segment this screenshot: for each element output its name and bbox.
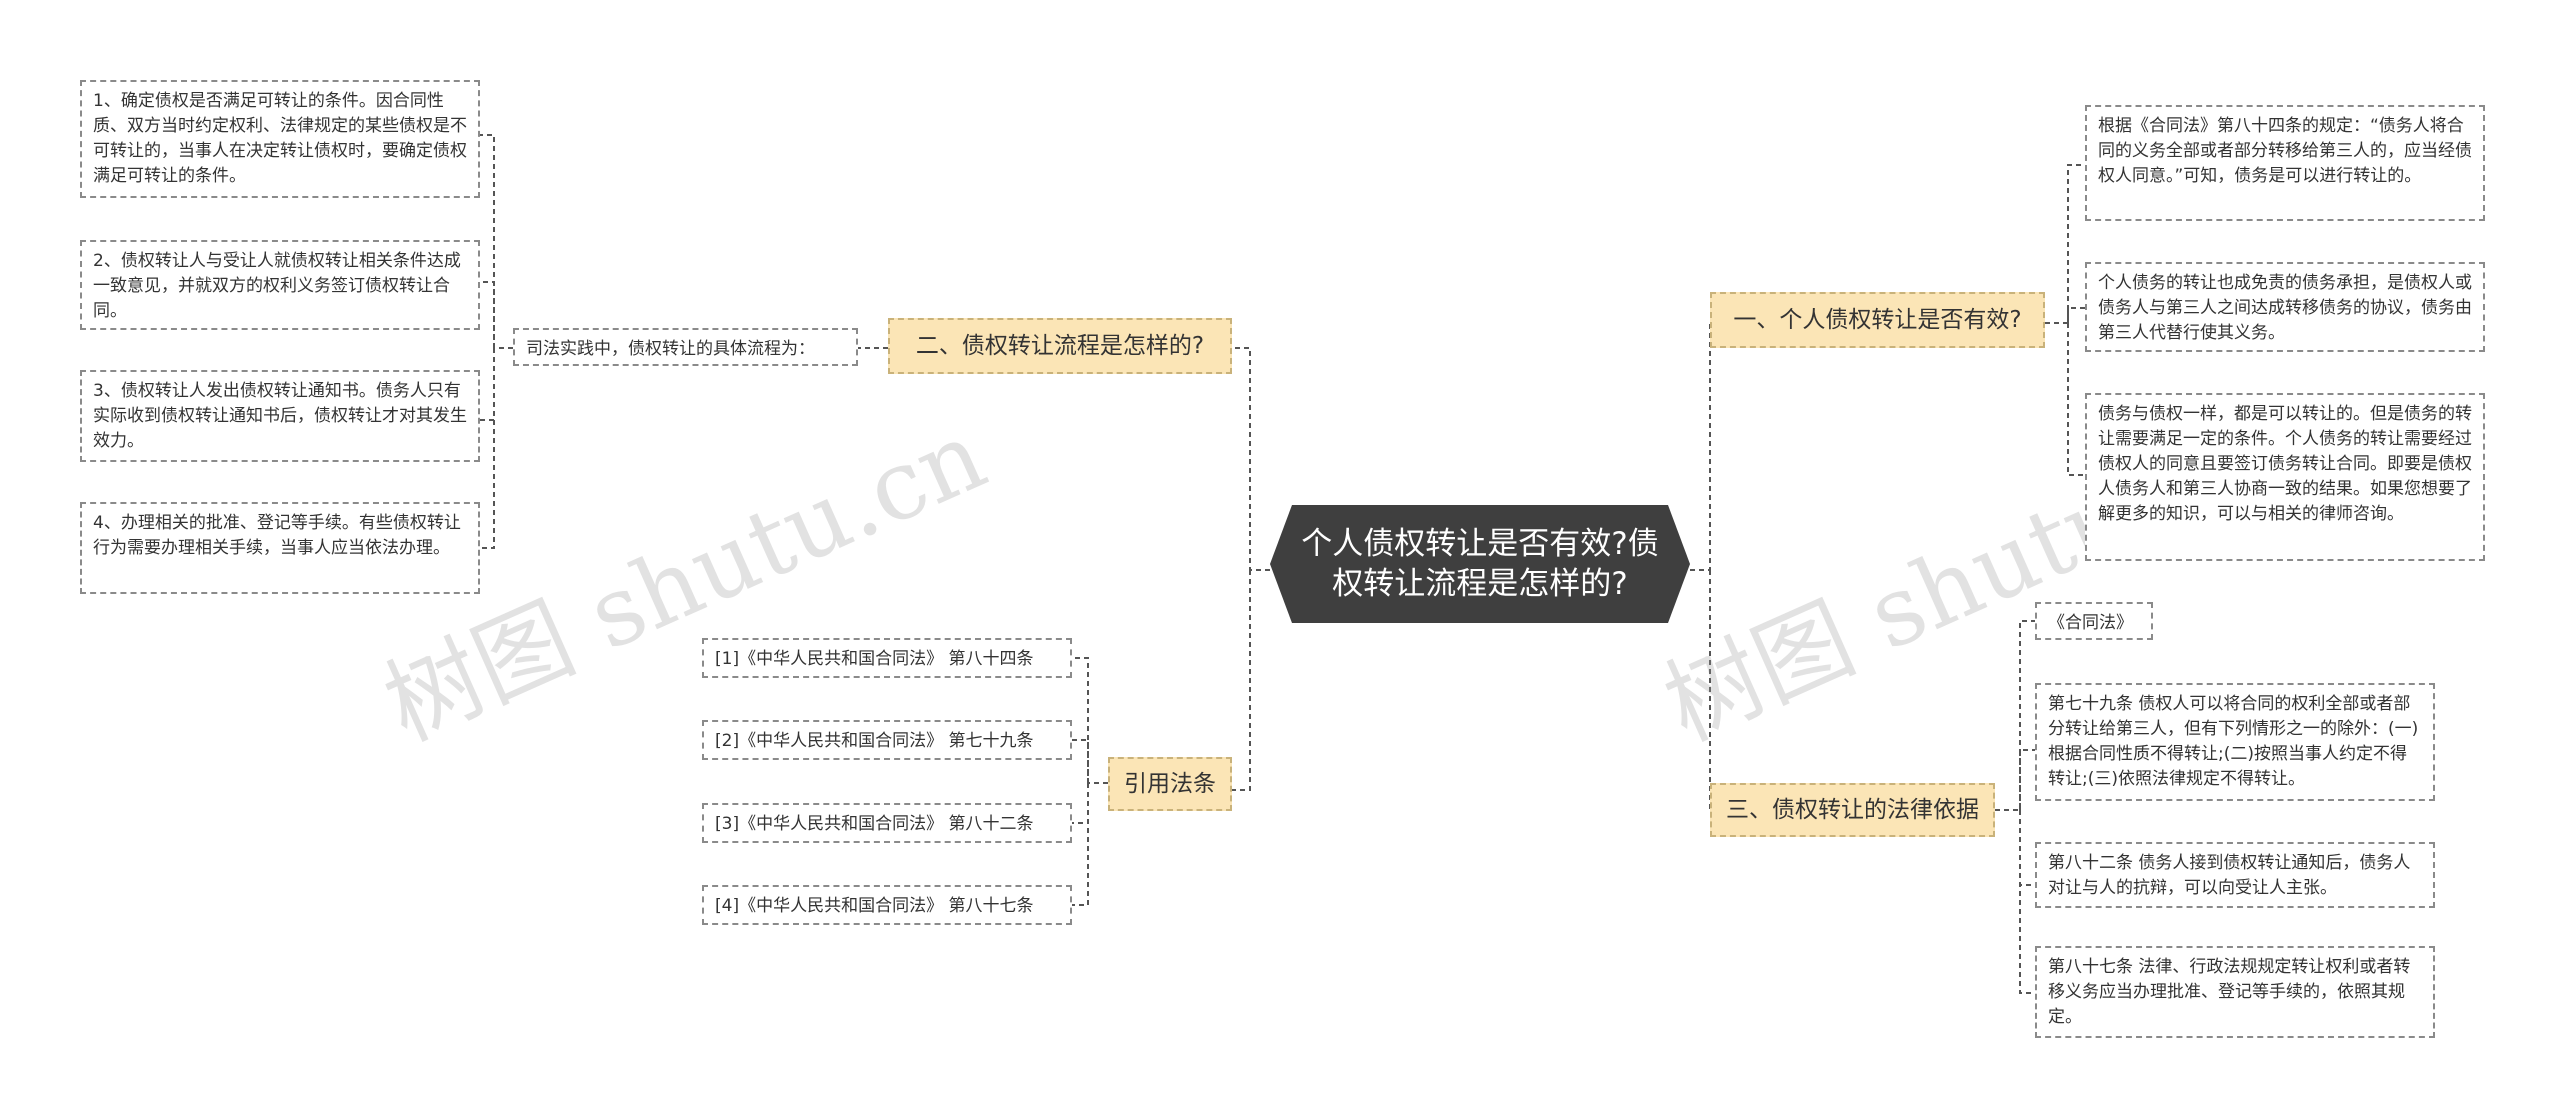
leaf-legal-art82: 第八十二条 债务人接到债权转让通知后，债务人对让与人的抗辩，可以向受让人主张。 [2035,842,2435,908]
leaf-process-intro: 司法实践中，债权转让的具体流程为： [513,328,858,366]
leaf-legal-art87: 第八十七条 法律、行政法规规定转让权利或者转移义务应当办理批准、登记等手续的，依… [2035,946,2435,1038]
branch-2-process[interactable]: 二、债权转让流程是怎样的? [888,318,1232,374]
branch-3-legal-basis[interactable]: 三、债权转让的法律依据 [1710,783,1995,837]
central-topic[interactable]: 个人债权转让是否有效?债权转让流程是怎样的? [1270,505,1690,623]
leaf-cited-law-4: [4]《中华人民共和国合同法》 第八十七条 [702,885,1072,925]
leaf-legal-art79: 第七十九条 债权人可以将合同的权利全部或者部分转让给第三人，但有下列情形之一的除… [2035,683,2435,801]
leaf-validity-3: 债务与债权一样，都是可以转让的。但是债务的转让需要满足一定的条件。个人债务的转让… [2085,393,2485,561]
leaf-validity-2: 个人债务的转让也成免责的债务承担，是债权人或债务人与第三人之间达成转移债务的协议… [2085,262,2485,352]
leaf-process-step3: 3、债权转让人发出债权转让通知书。债务人只有实际收到债权转让通知书后，债权转让才… [80,370,480,462]
leaf-validity-1: 根据《合同法》第八十四条的规定：“债务人将合同的义务全部或者部分转移给第三人的，… [2085,105,2485,221]
leaf-cited-law-1: [1]《中华人民共和国合同法》 第八十四条 [702,638,1072,678]
leaf-process-step4: 4、办理相关的批准、登记等手续。有些债权转让行为需要办理相关手续，当事人应当依法… [80,502,480,594]
branch-1-validity[interactable]: 一、个人债权转让是否有效? [1710,292,2045,348]
leaf-cited-law-2: [2]《中华人民共和国合同法》 第七十九条 [702,720,1072,760]
leaf-legal-title: 《合同法》 [2035,602,2153,640]
branch-4-cited-laws[interactable]: 引用法条 [1108,757,1232,811]
leaf-process-step2: 2、债权转让人与受让人就债权转让相关条件达成一致意见，并就双方的权利义务签订债权… [80,240,480,330]
leaf-cited-law-3: [3]《中华人民共和国合同法》 第八十二条 [702,803,1072,843]
leaf-process-step1: 1、确定债权是否满足可转让的条件。因合同性质、双方当时约定权利、法律规定的某些债… [80,80,480,198]
